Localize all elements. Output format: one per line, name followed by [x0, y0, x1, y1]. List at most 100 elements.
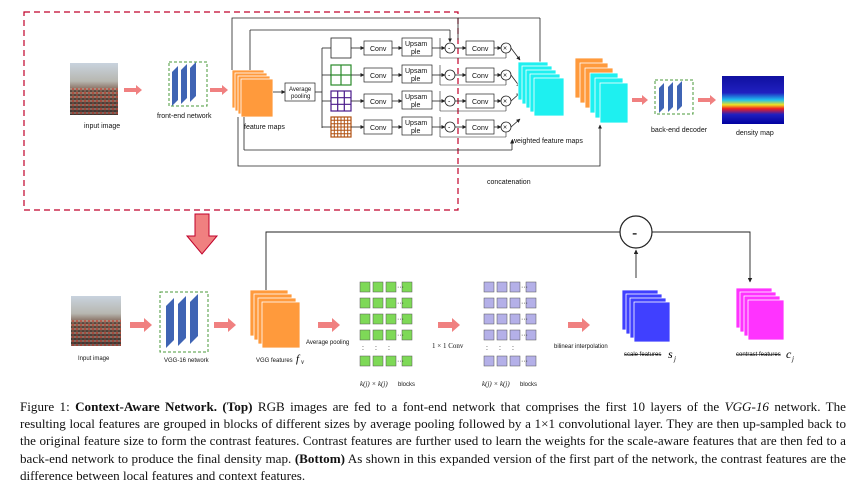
block-cell [525, 329, 537, 341]
pooled-blocks-lavender: ···············::: [483, 281, 537, 367]
block-cell [401, 297, 413, 309]
block-cell [483, 355, 495, 367]
block-ellipsis: ··· [397, 300, 404, 307]
block-cell [525, 355, 537, 367]
vgg-features-subscript: v [301, 358, 305, 366]
scale-features-subscript: j [673, 355, 676, 363]
block-cell [509, 355, 521, 367]
block-cell [509, 297, 521, 309]
block-cell [401, 329, 413, 341]
upsample-label-1: Upsam [405, 41, 427, 48]
back-end-decoder-block [654, 79, 694, 115]
feature-maps-label: feature maps [244, 124, 285, 131]
block-cell [372, 313, 384, 325]
contrast-features-symbol: c [786, 347, 792, 361]
block-cell [385, 329, 397, 341]
conv-label: Conv [370, 73, 387, 80]
caption-text-3: As shown in this expanded version of the… [20, 450, 846, 483]
contrast-features-subscript: j [791, 355, 794, 363]
times-label: × [503, 46, 507, 53]
input-image-top [70, 63, 118, 115]
density-map-image [722, 76, 784, 124]
block-cell [525, 313, 537, 325]
minus-label: - [448, 125, 451, 132]
block-cell [509, 281, 521, 293]
minus-label: - [448, 73, 451, 80]
block-cell [385, 355, 397, 367]
times-label: × [503, 125, 507, 132]
block-cell [509, 329, 521, 341]
front-end-network-block [168, 61, 208, 107]
block-ellipsis: ··· [521, 316, 528, 323]
front-end-network-label: front-end network [157, 113, 212, 120]
contrast-features-stack [735, 287, 785, 341]
input-image-label-top: input image [84, 123, 120, 130]
caption-text-2: network. The resulting local features ar… [20, 399, 846, 466]
arrow-icon [632, 95, 648, 105]
average-pooling-text-2: pooling [291, 94, 310, 100]
network-figure: input image front-end network feature ma… [23, 11, 794, 388]
caption-bottom-label: (Bottom) [294, 450, 345, 466]
contrast-features-label: contrast features [736, 352, 781, 358]
block-ellipsis: ··· [397, 316, 404, 323]
block-cell [372, 281, 384, 293]
arrow-icon [214, 318, 236, 332]
block-ellipsis: ··· [521, 358, 528, 365]
upsample-label-1: Upsam [405, 68, 427, 75]
vgg16-network-label: VGG-16 network [164, 358, 210, 364]
block-vertical-ellipsis: : [388, 345, 390, 352]
weighted-feature-maps-label: weighted feature maps [511, 138, 583, 145]
minus-label: - [448, 46, 451, 53]
conv-label-2: Conv [472, 99, 489, 106]
conv-label-2: Conv [472, 73, 489, 80]
arrow-icon [318, 318, 340, 332]
input-image-label-bottom: Input image [78, 356, 110, 362]
pool-grid-2x2 [330, 64, 352, 86]
block-ellipsis: ··· [397, 284, 404, 291]
conv1x1-label: 1 × 1 Conv [432, 342, 464, 350]
scale-features-label: scale features [624, 352, 661, 358]
conv-label: Conv [370, 99, 387, 106]
block-ellipsis: ··· [397, 332, 404, 339]
vgg-features-symbol: f [296, 353, 301, 365]
upsample-label-2: ple [411, 102, 420, 109]
block-cell [483, 329, 495, 341]
minus-node-label: - [632, 225, 637, 242]
arrow-icon [438, 318, 460, 332]
block-cell [483, 297, 495, 309]
block-cell [525, 281, 537, 293]
block-cell [401, 355, 413, 367]
minus-label: - [448, 99, 451, 106]
weighted-feature-maps-stack [517, 61, 565, 117]
block-cell [372, 297, 384, 309]
block-vertical-ellipsis: : [512, 345, 514, 352]
pooled-blocks-green: ···············::: [359, 281, 413, 367]
conv-label-2: Conv [472, 46, 489, 53]
arrow-icon [210, 85, 228, 95]
upsample-box [401, 37, 433, 57]
upsample-label-1: Upsam [405, 120, 427, 127]
block-vertical-ellipsis: : [362, 345, 364, 352]
pool-grid-3x3 [330, 90, 352, 112]
lavender-blocks-formula: k(j) × k(j) [482, 380, 510, 388]
upsample-label-1: Upsam [405, 94, 427, 101]
lavender-blocks-word: blocks [520, 382, 537, 388]
block-cell [509, 313, 521, 325]
upsample-label-2: ple [411, 128, 420, 135]
arrow-icon [698, 95, 716, 105]
average-pooling-text-1: Average [289, 87, 312, 93]
pool-grid-1x1 [330, 37, 352, 59]
block-cell [496, 281, 508, 293]
block-cell [483, 281, 495, 293]
block-ellipsis: ··· [521, 300, 528, 307]
block-vertical-ellipsis: : [486, 345, 488, 352]
green-blocks-word: blocks [398, 382, 415, 388]
block-cell [385, 297, 397, 309]
arrow-icon [568, 318, 590, 332]
block-cell [372, 355, 384, 367]
feature-maps-stack [231, 69, 274, 118]
block-cell [496, 355, 508, 367]
upsample-box [401, 90, 433, 110]
caption-prefix: Figure 1: [20, 399, 76, 414]
block-cell [496, 329, 508, 341]
